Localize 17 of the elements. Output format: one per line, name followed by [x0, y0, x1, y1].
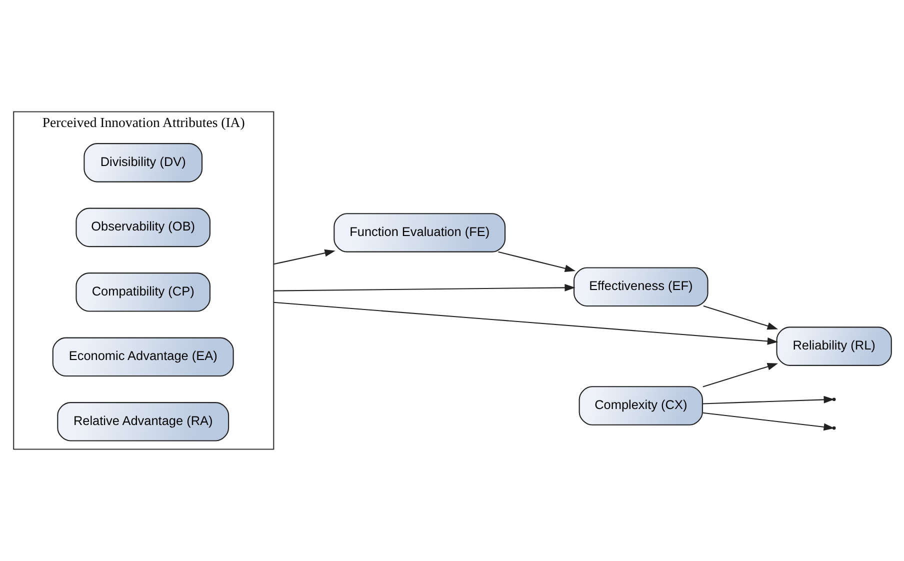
node-box: Relative Advantage (RA)	[56, 402, 229, 442]
node-box: Complexity (CX)	[578, 386, 702, 426]
arrow	[702, 396, 834, 404]
arrow	[273, 302, 778, 345]
arrow	[498, 251, 576, 272]
node-box: Reliability (RL)	[776, 326, 892, 366]
arrow	[273, 249, 335, 265]
node-box: Compatibility (CP)	[75, 272, 210, 312]
node-box: Function Evaluation (FE)	[333, 213, 506, 252]
node-box: Economic Advantage (EA)	[52, 337, 234, 377]
node-box: Observability (OB)	[75, 208, 210, 248]
arrow	[702, 412, 834, 431]
node-box: Divisibility (DV)	[83, 143, 202, 182]
arrow	[702, 306, 778, 330]
arrow	[273, 284, 575, 292]
arrow	[702, 363, 778, 388]
node-box: Effectiveness (EF)	[573, 267, 708, 306]
